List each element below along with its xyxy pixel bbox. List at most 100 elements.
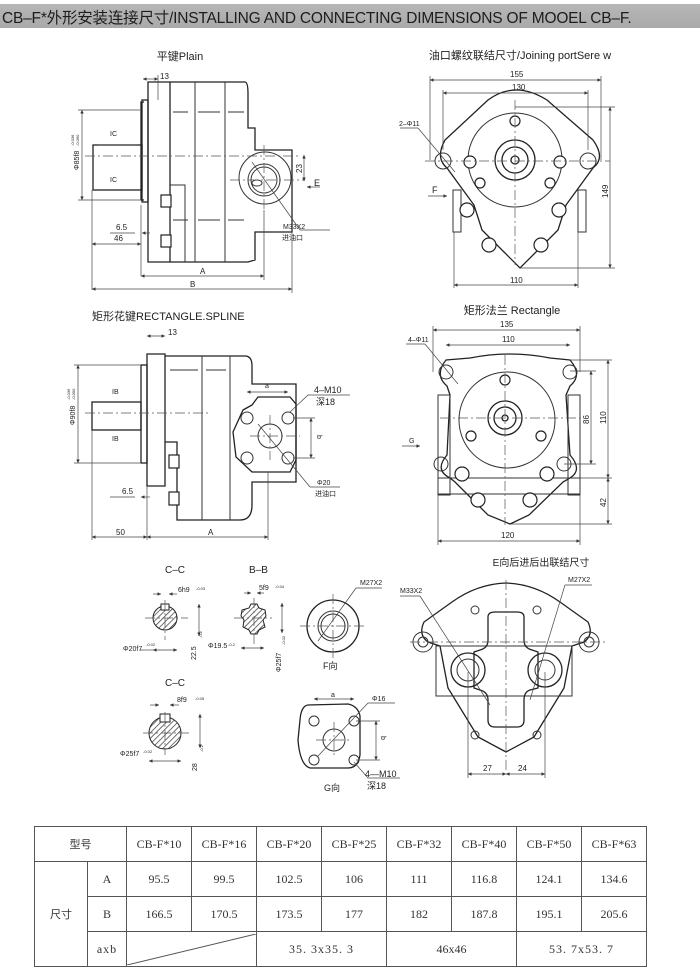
table-cell: 99.5 [191,861,257,897]
table-header-row: 型号 CB-F*10 CB-F*16 CB-F*20 CB-F*25 CB-F*… [34,826,647,862]
e-view-caption: E向后进后出联结尺寸 [493,556,590,569]
cc2-dia: Φ25f7 [120,751,139,758]
dim-110-v: 110 [599,411,608,424]
table-cell: 95.5 [126,861,192,897]
joining-view: 油口螺纹联结尺寸/Joining portSere w 155 130 2–Φ1… [399,48,615,288]
cc1-dia: Φ20f7 [123,646,142,653]
diagonal-line [127,933,256,965]
dim-6-5b: 6.5 [122,487,134,496]
table-row-axb: axb 35. 3x35. 3 46x46 53. 7x53. 7 [35,931,647,967]
row-label: B [87,896,127,932]
joining-caption: 油口螺纹联结尺寸/Joining portSere w [429,48,611,62]
ib-bottom-label: IB [112,436,119,443]
dim-13b: 13 [168,328,177,337]
cc2-dia-tol: -0.02 [143,749,153,754]
ic-top-label: IC [110,131,117,138]
dim-13: 13 [160,72,169,81]
cc1-key-tol: -0.03 [196,586,206,591]
dim-23: 23 [295,164,304,173]
g-view-bolts: 4—M10 [365,769,397,779]
e-view-inlet: M33X2 [400,588,422,595]
depth-label: 深18 [316,397,335,407]
axb-group: 46x46 [386,931,517,967]
f-view-thread: M27X2 [360,580,382,587]
bb-key: 5f9 [259,585,269,592]
bb-key-tol: -0.04 [275,584,285,589]
section-cc-1: C–C 6h9 -0.03 22.5 -0.2 Φ20f7 -0.02 [123,565,206,660]
dim-a-small: a [265,383,269,390]
table-cell: 173.5 [256,896,322,932]
g-view: a b Φ16 4—M10 深18 G向 [297,692,400,793]
plain-caption: 平键Plain [157,49,203,63]
dim-b: B [190,280,195,289]
model-cell: CB-F*20 [256,826,322,862]
row-label: axb [87,931,127,967]
dim-50: 50 [116,528,125,537]
bb-caption: B–B [249,565,268,576]
dim-110-h: 110 [502,335,515,344]
cc2-height-tol: -0.2 [199,744,204,752]
rectangle-caption: 矩形法兰 Rectangle [464,303,561,317]
dim-135: 135 [500,320,514,329]
f-arrow-label: F [432,185,438,195]
cc2-key-tol: -0.05 [195,696,205,701]
model-cell: CB-F*40 [451,826,517,862]
bb-outer: Φ25f7 [276,653,283,672]
table-cell: 102.5 [256,861,322,897]
table-row-b: B 166.5 170.5 173.5 177 182 187.8 195.1 … [35,896,647,932]
tol-bottom: -0.090 [75,134,80,146]
tol-top-b: -0.036 [66,388,71,400]
dim-46: 46 [114,234,123,243]
tol-top: -0.036 [70,134,75,146]
cc2-height: 28 [192,763,199,771]
dim-155: 155 [510,70,524,79]
dim-42: 42 [599,498,608,507]
tol-bottom-b: -0.090 [71,388,76,400]
table-row-a: 尺寸 A 95.5 99.5 102.5 106 111 116.8 124.1… [34,861,647,967]
spline-caption: 矩形花键RECTANGLE.SPLINE [92,309,245,323]
model-cell: CB-F*25 [321,826,387,862]
table-cell: 170.5 [191,896,257,932]
axb-group: 53. 7x53. 7 [516,931,647,967]
cc2-caption: C–C [165,678,185,689]
section-bb: B–B 5f9 -0.04 Φ25f7 -0.02 Φ19.5 -0.2 [208,565,286,672]
dim-27: 27 [483,764,492,773]
table-cell: 187.8 [451,896,517,932]
rectangle-view: 矩形法兰 Rectangle 135 110 4–Φ11 G 86 110 42… [402,303,612,545]
row-label: A [87,861,127,897]
bb-inner: Φ19.5 [208,643,227,650]
ic-bottom-label: IC [110,177,117,184]
table-cell: 124.1 [516,861,582,897]
dim-shaft-diameter-b: Φ90f8 [70,406,77,425]
g-view-b: b [379,736,386,740]
model-cell: CB-F*32 [386,826,452,862]
ib-top-label: IB [112,389,119,396]
axb-group: 35. 3x35. 3 [256,931,387,967]
dim-120: 120 [501,531,515,540]
bolts-label: 4–M10 [314,385,342,395]
port-label: 进油口 [282,233,303,242]
dimensions-table: 型号 CB-F*10 CB-F*16 CB-F*20 CB-F*25 CB-F*… [34,826,647,967]
model-header: 型号 [34,826,127,862]
model-cell: CB-F*63 [581,826,647,862]
e-arrow-label: E [314,178,320,188]
port-thread: M33X2 [283,224,305,231]
page-title: CB–F*外形安装连接尺寸/INSTALLING AND CONNECTING … [2,10,632,27]
table-cell: 177 [321,896,387,932]
model-cell: CB-F*50 [516,826,582,862]
model-cell: CB-F*10 [126,826,192,862]
cc2-key: 8f9 [177,697,187,704]
holes-4-label: 4–Φ11 [408,337,429,344]
dim-b-small: b [315,435,322,439]
dim-110: 110 [510,276,523,285]
table-cell: 106 [321,861,387,897]
technical-drawing: 平键Plain 13 Φ85f8 -0.036 -0.090 IC IC [66,48,615,793]
port-label-b: 进油口 [315,489,336,498]
table-cell: 111 [386,861,452,897]
empty-diagonal-cell [126,931,257,967]
g-view-a: a [331,692,335,699]
plain-view: 平键Plain 13 Φ85f8 -0.036 -0.090 IC IC [70,49,330,293]
holes-label: 2–Φ11 [399,121,420,128]
table-cell: 116.8 [451,861,517,897]
dim-shaft-diameter: Φ85f8 [74,151,81,170]
